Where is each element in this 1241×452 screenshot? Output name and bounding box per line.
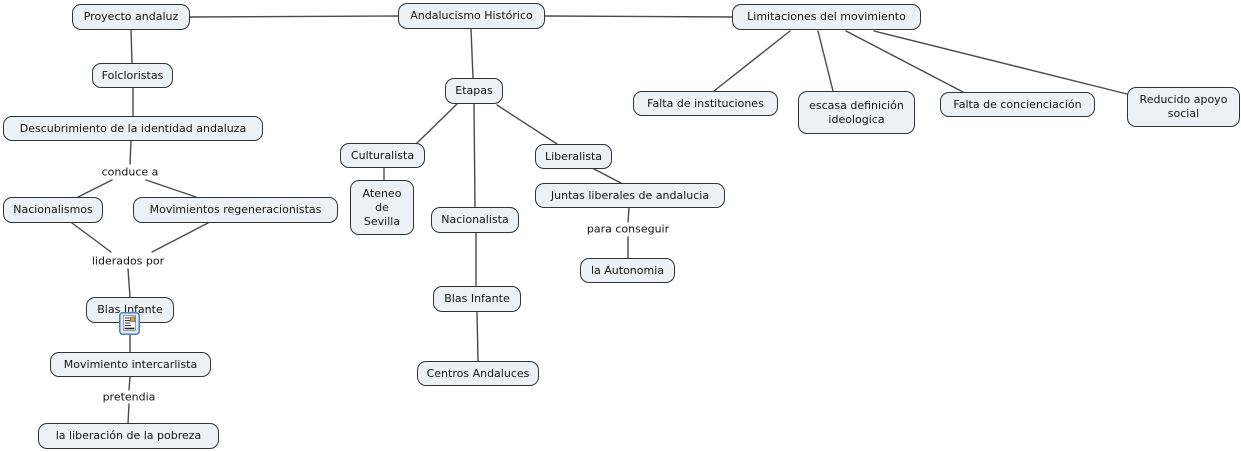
concept-node-culturalista[interactable]: Culturalista <box>340 143 425 168</box>
concept-node-juntas-liberales-andalucia[interactable]: Juntas liberales de andalucia <box>535 183 725 208</box>
concept-node-ateneo-de-sevilla[interactable]: Ateneo de Sevilla <box>350 180 414 235</box>
concept-node-escasa-definicion-ideologica[interactable]: escasa definición ideologica <box>798 91 915 134</box>
concept-node-falta-de-instituciones[interactable]: Falta de instituciones <box>633 91 778 116</box>
concept-node-la-autonomia[interactable]: la Autonomia <box>580 258 675 283</box>
concept-node-etapas[interactable]: Etapas <box>445 78 503 104</box>
edge-label-conduce-a[interactable]: conduce a <box>98 165 162 179</box>
concept-node-nacionalista[interactable]: Nacionalista <box>431 207 519 233</box>
concept-node-andalucismo-historico[interactable]: Andalucismo Histórico <box>398 3 545 29</box>
concept-node-la-liberacion-pobreza[interactable]: la liberación de la pobreza <box>38 423 219 449</box>
concept-node-reducido-apoyo-social[interactable]: Reducido apoyo social <box>1127 87 1240 127</box>
concept-node-nacionalismos[interactable]: Nacionalismos <box>3 197 103 223</box>
concept-node-folcloristas[interactable]: Folcloristas <box>92 63 173 88</box>
edge-label-pretendia[interactable]: pretendia <box>99 390 159 404</box>
concept-node-liberalista[interactable]: Liberalista <box>535 144 612 169</box>
concept-node-limitaciones-del-movimiento[interactable]: Limitaciones del movimiento <box>732 4 921 30</box>
document-resource-icon[interactable] <box>119 312 140 335</box>
concept-node-centros-andaluces[interactable]: Centros Andaluces <box>417 361 539 386</box>
edge-label-liderados-por[interactable]: liderados por <box>88 254 168 268</box>
edge-label-para-conseguir[interactable]: para conseguir <box>583 222 673 236</box>
concept-node-movimientos-regeneracionistas[interactable]: Movimientos regeneracionistas <box>133 197 338 223</box>
concept-node-movimiento-intercarlista[interactable]: Movimiento intercarlista <box>50 352 211 377</box>
concept-node-descubrimiento-identidad[interactable]: Descubrimiento de la identidad andaluza <box>3 116 263 141</box>
concept-node-blas-infante-2[interactable]: Blas Infante <box>433 286 521 312</box>
concept-node-proyecto-andaluz[interactable]: Proyecto andaluz <box>72 4 190 30</box>
concept-node-falta-de-concienciacion[interactable]: Falta de concienciación <box>940 92 1095 117</box>
